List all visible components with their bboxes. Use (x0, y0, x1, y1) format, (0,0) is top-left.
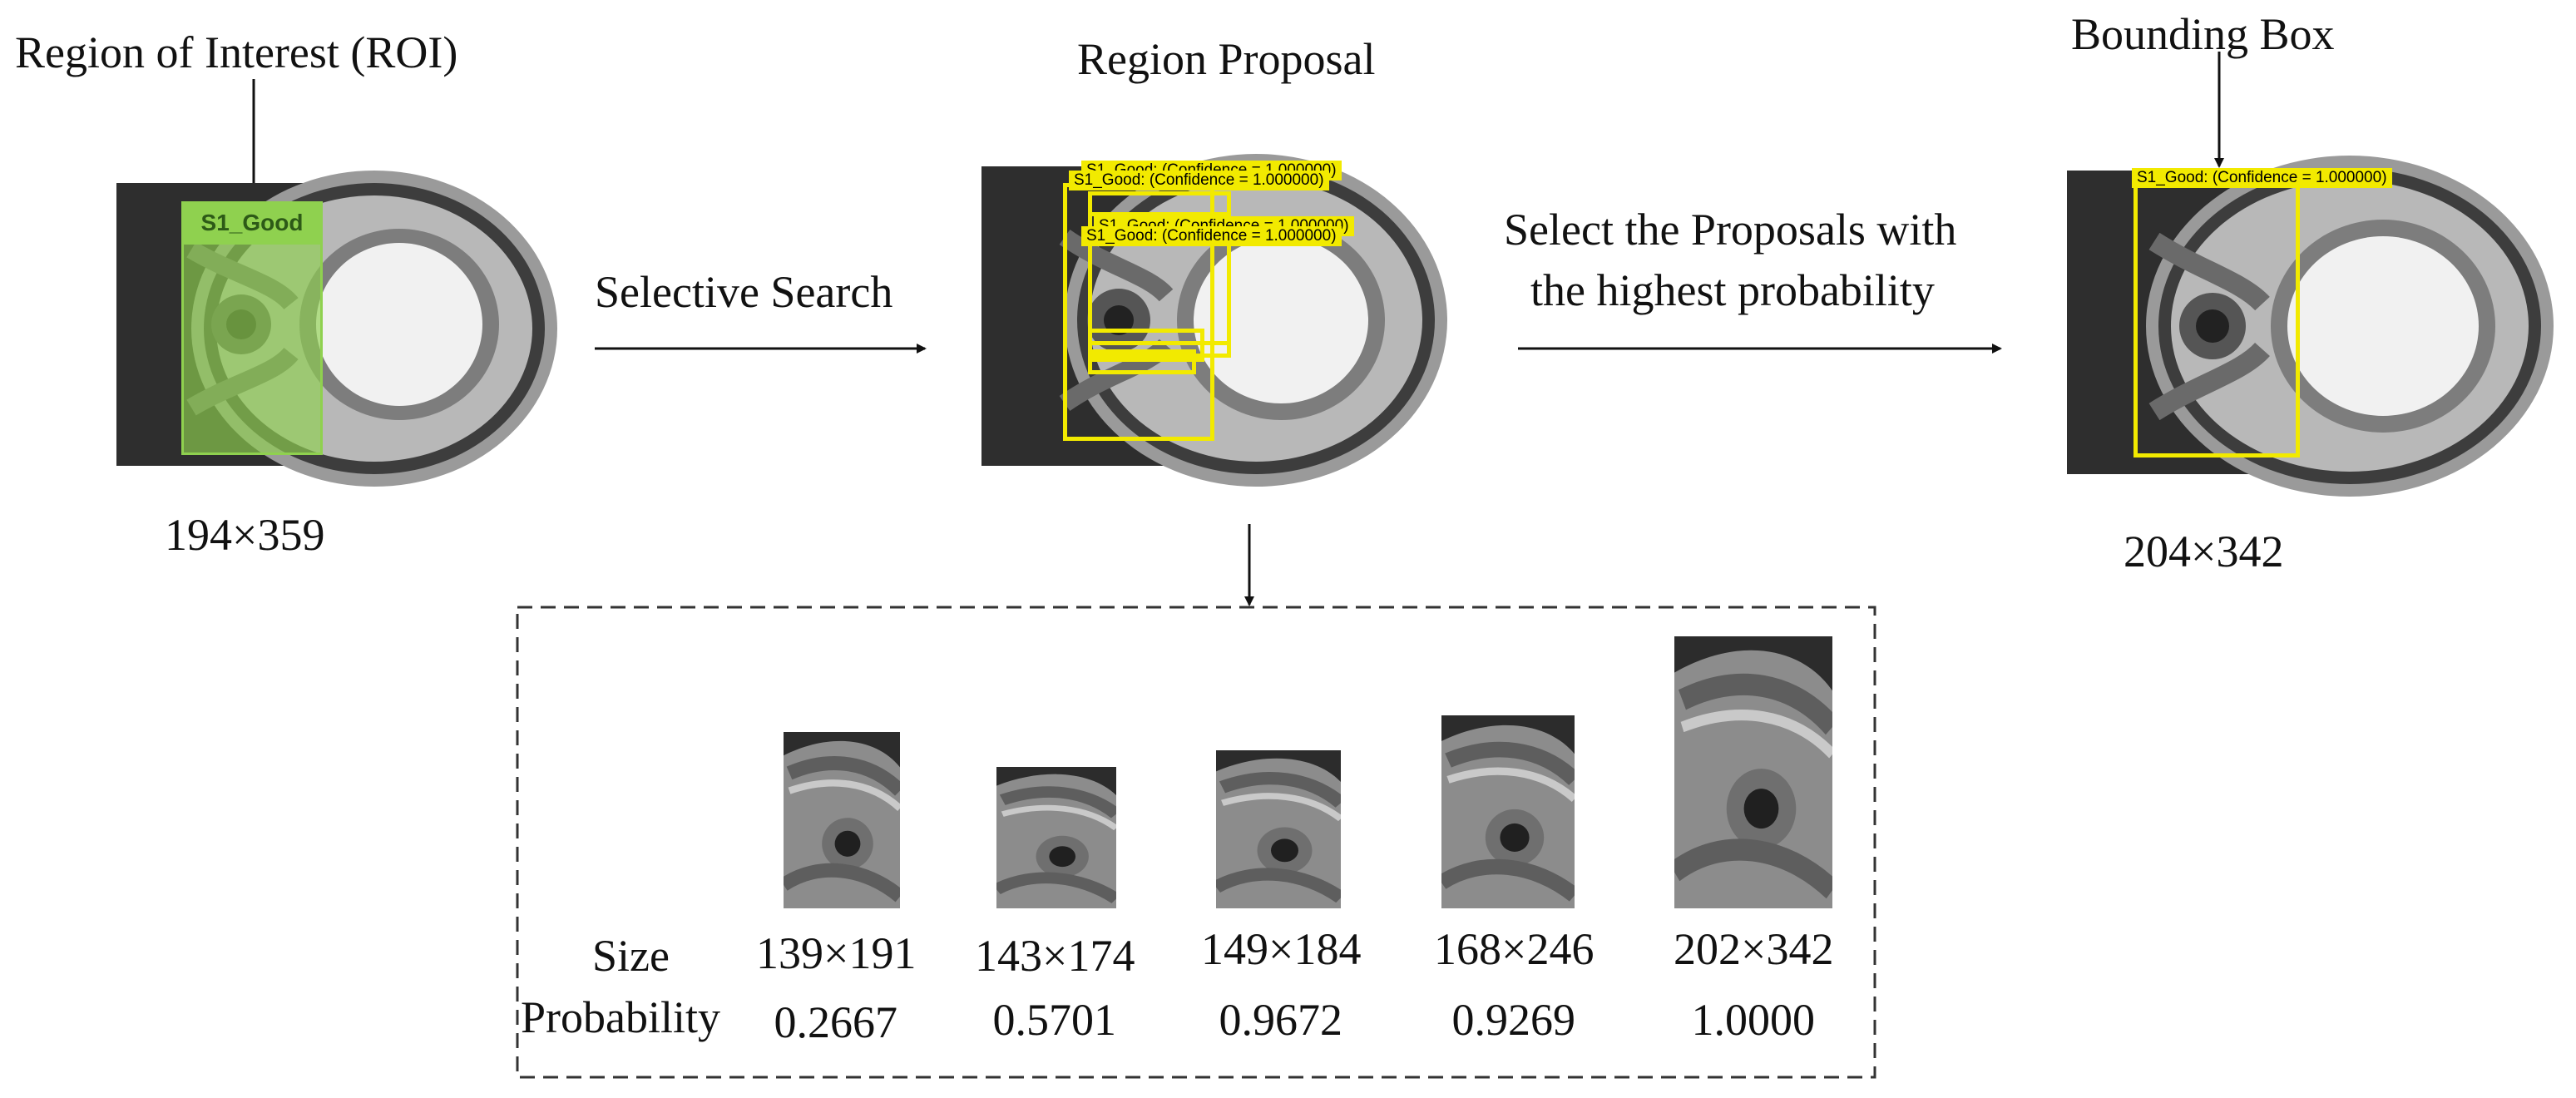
final-bounding-box (2133, 183, 2300, 458)
roi-size-label: 194×359 (165, 510, 325, 560)
size-row-label: Size (592, 931, 670, 981)
proposal-box-3 (1088, 212, 1231, 345)
roi-tag: S1_Good (181, 201, 323, 245)
bbox-size-label: 204×342 (2124, 527, 2284, 576)
roi-title: Region of Interest (ROI) (15, 27, 458, 77)
select-proposals-label-line2: the highest probability (1530, 265, 1935, 315)
selective-search-label: Selective Search (595, 267, 893, 317)
proposal-probability-value: 0.9269 (1451, 995, 1576, 1045)
probability-row-label: Probability (521, 992, 720, 1042)
region-proposal-title: Region Proposal (1077, 34, 1376, 84)
proposal-crop-image (1216, 750, 1341, 908)
proposal-box-4 (1088, 329, 1204, 362)
proposal-size-value: 168×246 (1434, 924, 1595, 974)
proposal-tag-2: S1_Good: (Confidence = 1.000000) (1069, 171, 1329, 190)
proposal-box-5 (1088, 349, 1196, 374)
proposal-size-value: 139×191 (756, 928, 917, 978)
select-proposals-label-line1: Select the Proposals with (1504, 205, 1957, 255)
proposal-crop-image (1441, 715, 1575, 908)
final-box-tag: S1_Good: (Confidence = 1.000000) (2132, 168, 2392, 188)
bounding-box-image: S1_Good: (Confidence = 1.000000) (2067, 150, 2566, 503)
proposal-probability-value: 1.0000 (1691, 995, 1816, 1045)
proposal-tag-4: S1_Good: (Confidence = 1.000000) (1081, 226, 1342, 246)
proposal-size-value: 202×342 (1674, 924, 1834, 974)
proposal-crop-image (784, 732, 900, 908)
proposals-dashed-box (516, 606, 1876, 1079)
proposal-probability-value: 0.9672 (1219, 995, 1343, 1045)
bounding-box-title: Bounding Box (2071, 9, 2335, 59)
region-proposal-image: S1_Good: (Confidence = 1.000000) S1_Good… (981, 146, 1456, 495)
proposal-probability-value: 0.5701 (992, 995, 1117, 1045)
proposal-crop-image (1674, 636, 1832, 908)
part-photo (2067, 156, 2554, 497)
roi-part-image: S1_Good (116, 158, 557, 499)
proposal-probability-value: 0.2667 (774, 997, 898, 1047)
proposal-size-value: 149×184 (1201, 924, 1362, 974)
proposal-crop-image (996, 767, 1116, 908)
proposal-size-value: 143×174 (975, 931, 1135, 981)
